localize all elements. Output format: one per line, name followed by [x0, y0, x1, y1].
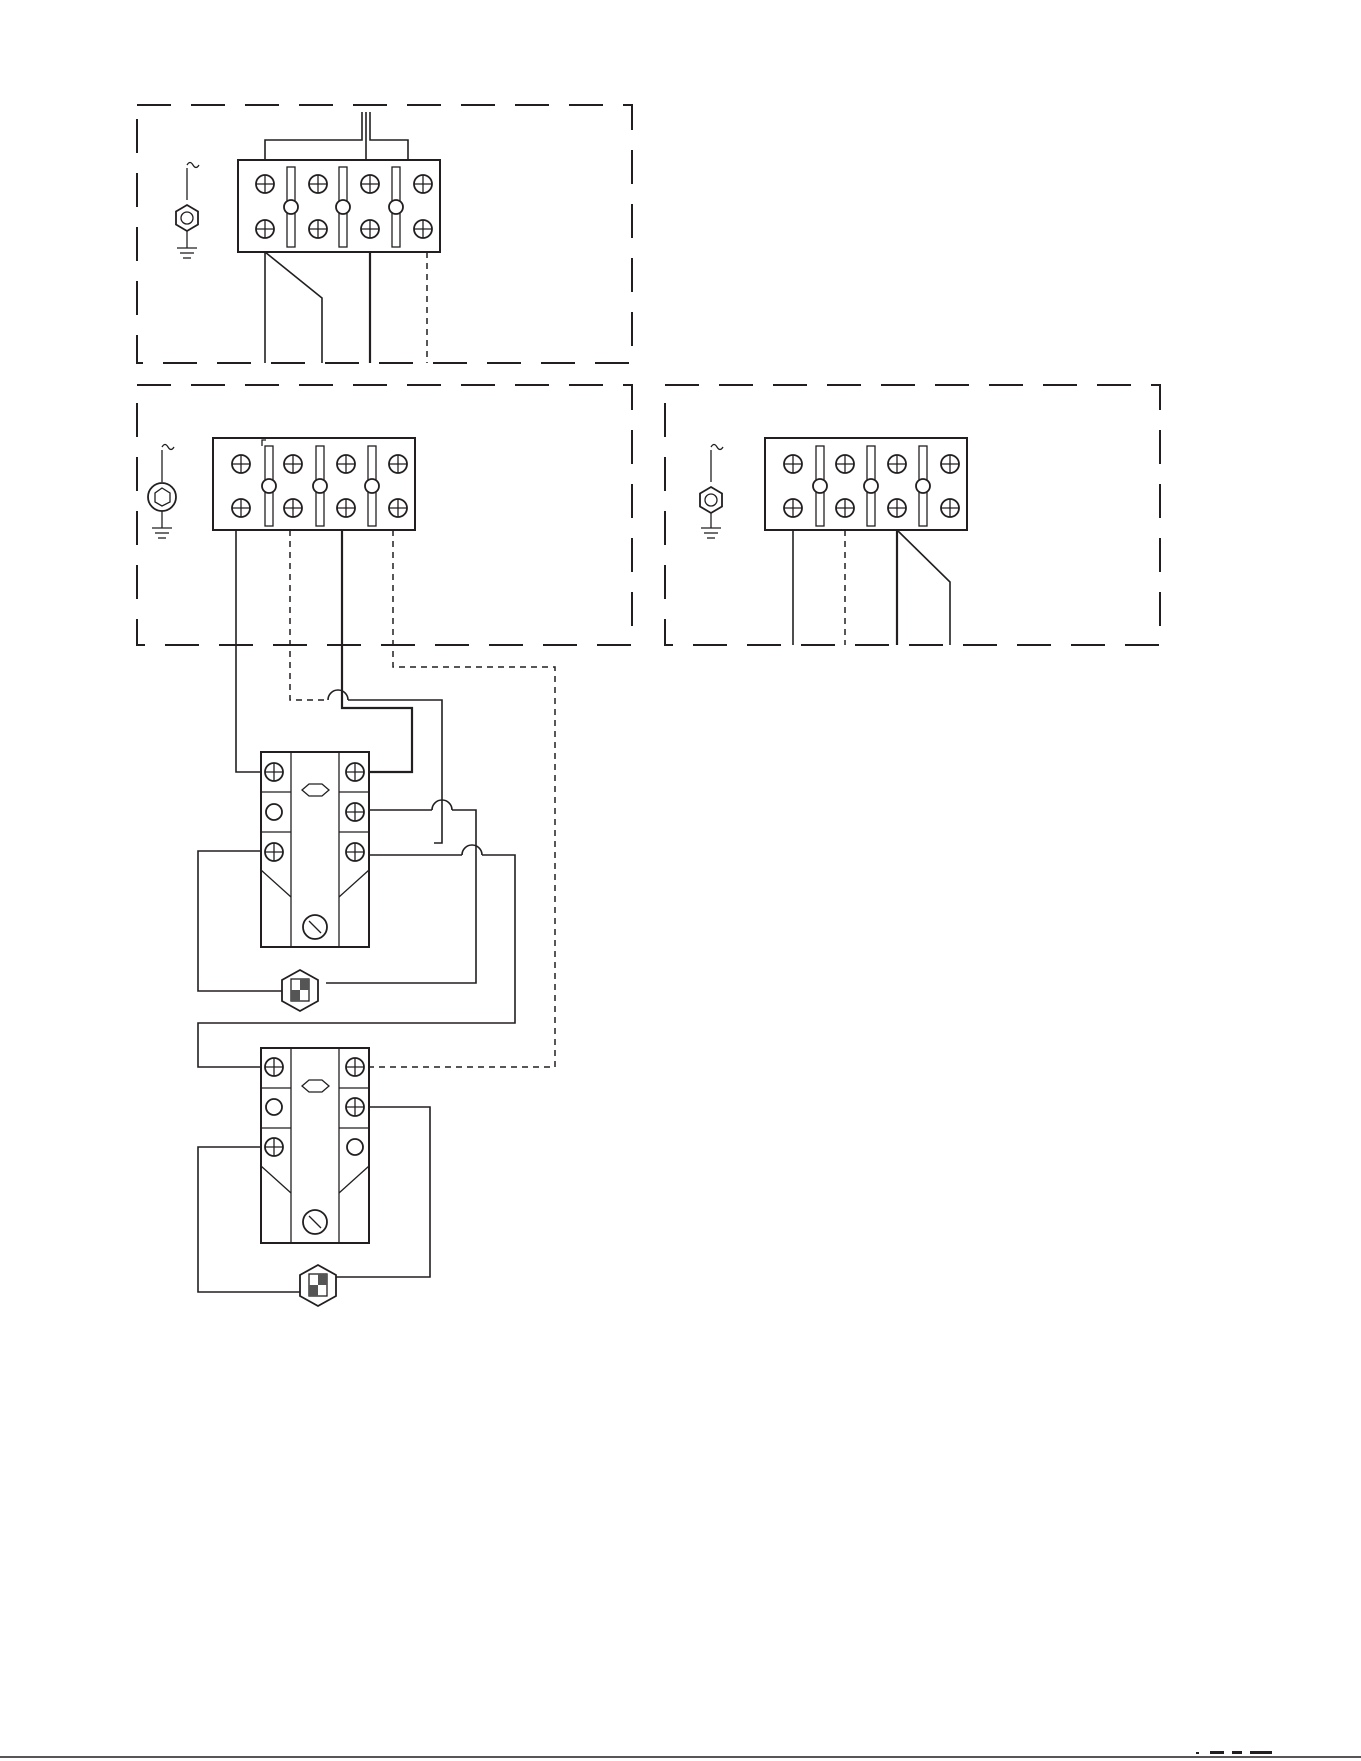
footer-marks [1196, 1751, 1272, 1754]
relay-lower [261, 1048, 369, 1243]
ground-icon [700, 445, 723, 539]
motor-ground-icon [148, 445, 176, 539]
sensor-lower-icon [300, 1265, 336, 1306]
sensor-upper-icon [282, 970, 318, 1011]
relay-upper [261, 752, 369, 947]
terminal-block-left [148, 438, 415, 538]
ground-icon [176, 163, 199, 259]
terminal-block-top [176, 112, 440, 363]
terminal-block-right [700, 438, 967, 645]
